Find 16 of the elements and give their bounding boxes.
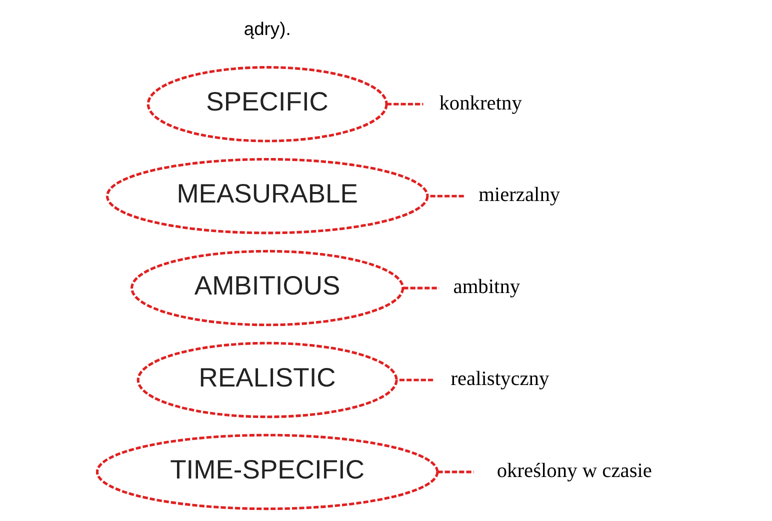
node-ellipse: REALISTIC xyxy=(136,342,398,418)
connector xyxy=(428,194,464,198)
node-text: konkretny xyxy=(439,92,522,114)
node-ellipse: MEASURABLE xyxy=(106,158,429,234)
node-text: określony w czasie xyxy=(496,460,652,482)
connector xyxy=(386,102,424,106)
connector xyxy=(396,378,434,382)
node-text: ambitny xyxy=(453,276,520,298)
label: ądry). xyxy=(244,18,291,40)
node-ellipse: TIME-SPECIFIC xyxy=(96,434,439,510)
connector xyxy=(403,286,440,290)
node-ellipse: SPECIFIC xyxy=(146,66,388,142)
node-ellipse: AMBITIOUS xyxy=(130,250,404,326)
node-text: mierzalny xyxy=(478,184,560,206)
connector xyxy=(438,470,474,474)
node-text: realistyczny xyxy=(450,368,550,390)
